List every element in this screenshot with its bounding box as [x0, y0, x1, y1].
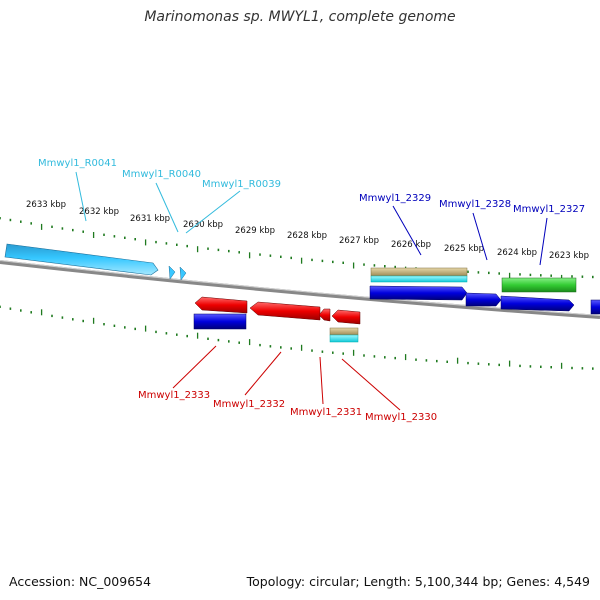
gene-label-2327[interactable]: Mmwyl1_2327: [513, 204, 585, 215]
genome-summary-text: Topology: circular; Length: 5,100,344 bp…: [246, 574, 590, 589]
tick-label-2625: 2625 kbp: [444, 244, 484, 254]
tick-tracks: [0, 217, 594, 370]
gene-label-r0041[interactable]: Mmwyl1_R0041: [38, 158, 117, 169]
leader-line-2330: [341, 358, 401, 411]
cyan-feature-2330[interactable]: [329, 334, 359, 343]
genome-backbone: [0, 260, 600, 319]
gene-arrow-2332[interactable]: [249, 301, 321, 321]
tick-label-2629: 2629 kbp: [235, 226, 275, 236]
map-title: Marinomonas sp. MWYL1, complete genome: [144, 9, 456, 25]
tick-label-2623: 2623 kbp: [549, 251, 589, 261]
tick-label-2627: 2627 kbp: [339, 236, 379, 246]
leader-line-2331: [319, 356, 324, 405]
gene-arrow-2329[interactable]: [369, 285, 468, 301]
kbp-tick-labels: 2633 kbp 2632 kbp 2631 kbp 2630 kbp 2629…: [26, 200, 589, 261]
gene-label-2328[interactable]: Mmwyl1_2328: [439, 199, 511, 210]
gene-arrow-2333[interactable]: [194, 296, 248, 314]
tan-feature-2329[interactable]: [370, 267, 468, 277]
green-feature-2327[interactable]: [501, 277, 577, 293]
gene-arrow-2330[interactable]: [331, 309, 361, 325]
leader-line-2327: [539, 217, 548, 266]
rna-gene-small-1[interactable]: [168, 265, 176, 280]
leader-line-2332: [244, 351, 282, 396]
gene-label-2332[interactable]: Mmwyl1_2332: [213, 399, 285, 410]
gene-label-2333[interactable]: Mmwyl1_2333: [138, 390, 210, 401]
gene-label-2330[interactable]: Mmwyl1_2330: [365, 412, 437, 423]
leader-line-r0041: [75, 171, 87, 222]
tick-label-2624: 2624 kbp: [497, 248, 537, 258]
tick-label-2632: 2632 kbp: [79, 207, 119, 217]
leader-line-2328: [472, 212, 488, 261]
accession-text: Accession: NC_009654: [9, 574, 152, 589]
gene-arrow-2328[interactable]: [465, 292, 502, 307]
leader-line-2333: [172, 345, 217, 389]
gene-label-r0039[interactable]: Mmwyl1_R0039: [202, 179, 281, 190]
gene-label-2329[interactable]: Mmwyl1_2329: [359, 193, 431, 204]
gene-label-2331[interactable]: Mmwyl1_2331: [290, 407, 362, 418]
tick-label-2631: 2631 kbp: [130, 214, 170, 224]
cyan-feature-2329[interactable]: [370, 275, 468, 283]
reverse-feature-track: [193, 296, 361, 343]
leader-line-r0039: [185, 190, 241, 234]
rna-gene-arrow[interactable]: [4, 243, 159, 276]
tick-label-2626: 2626 kbp: [391, 240, 431, 250]
gene-label-r0040[interactable]: Mmwyl1_R0040: [122, 169, 201, 180]
gene-arrow-2331[interactable]: [318, 308, 331, 322]
tan-feature-2330[interactable]: [329, 327, 359, 336]
rna-feature-track: [4, 243, 187, 281]
tick-label-2628: 2628 kbp: [287, 231, 327, 241]
gene-block-edge[interactable]: [590, 299, 600, 315]
gene-arrow-2327[interactable]: [500, 295, 575, 312]
forward-feature-track: [369, 267, 600, 315]
leader-line-2329: [392, 205, 422, 256]
tick-label-2630: 2630 kbp: [183, 220, 223, 230]
rna-gene-small-2[interactable]: [179, 266, 187, 281]
leader-line-r0040: [155, 182, 179, 233]
blue-feature-2333[interactable]: [193, 313, 247, 330]
tick-label-2633: 2633 kbp: [26, 200, 66, 210]
